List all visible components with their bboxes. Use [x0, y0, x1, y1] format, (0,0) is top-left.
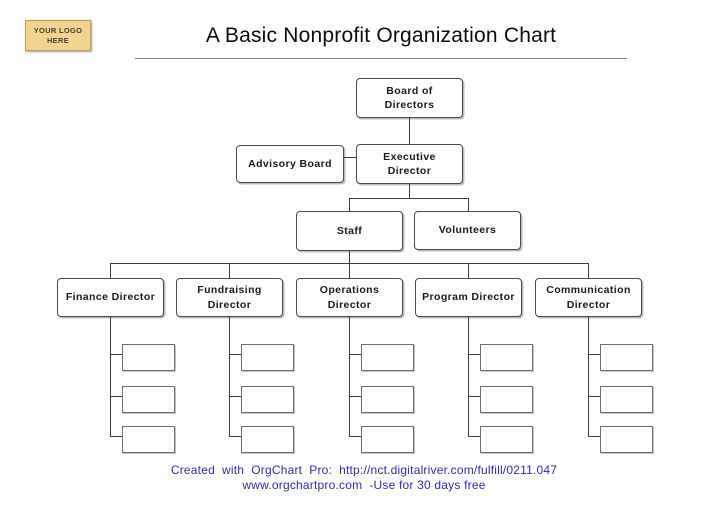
subordinate-column-finance [110, 317, 176, 457]
connector-spine [468, 317, 469, 436]
connector-spine [229, 317, 230, 436]
connector-stub [229, 354, 241, 355]
org-node-executive-director: Executive Director [356, 144, 463, 184]
org-node-finance-director: Finance Director [57, 278, 164, 317]
org-node-empty [361, 426, 414, 453]
connector-stub [468, 396, 480, 397]
connector-stub [588, 436, 600, 437]
connector-stub [229, 396, 241, 397]
org-node-empty [241, 344, 294, 371]
org-node-operations-director: Operations Director [296, 278, 403, 317]
subordinate-column-communication [588, 317, 654, 457]
org-node-empty [480, 344, 533, 371]
connector-stub [588, 354, 600, 355]
connector-stub [110, 396, 122, 397]
connector-drop-finance [110, 263, 111, 278]
org-node-board-of-directors: Board of Directors [356, 78, 463, 118]
connector-stub [468, 354, 480, 355]
title-divider [135, 58, 627, 59]
org-node-fundraising-director: Fundraising Director [176, 278, 283, 317]
connector-stub [349, 396, 361, 397]
org-node-communication-director: Communication Director [535, 278, 642, 317]
connector-staff-down [349, 251, 350, 263]
connector-drop-communication [588, 263, 589, 278]
page-title: A Basic Nonprofit Organization Chart [205, 24, 557, 47]
org-node-volunteers: Volunteers [414, 211, 521, 250]
subordinate-column-operations [349, 317, 415, 457]
connector-drop-program [468, 263, 469, 278]
org-node-empty [600, 386, 653, 413]
org-node-empty [361, 344, 414, 371]
org-node-empty [480, 386, 533, 413]
logo-placeholder: YOUR LOGO HERE [25, 20, 91, 51]
connector-stub [110, 436, 122, 437]
connector-stub [588, 396, 600, 397]
org-node-empty [600, 344, 653, 371]
connector-advisory-executive [344, 157, 356, 158]
logo-text-line1: YOUR LOGO [33, 25, 83, 35]
connector-spine [110, 317, 111, 436]
connector-stub [110, 354, 122, 355]
org-node-empty [122, 386, 175, 413]
org-node-empty [241, 426, 294, 453]
connector-stub [229, 436, 241, 437]
connector-split-bar [349, 198, 469, 199]
logo-text-line2: HERE [46, 35, 70, 45]
footer-created-with-link[interactable]: Created with OrgChart Pro: http://nct.di… [170, 463, 558, 477]
connector-executive-down [409, 184, 410, 198]
connector-drop-volunteers [468, 198, 469, 211]
connector-drop-fundraising [229, 263, 230, 278]
org-node-empty [122, 344, 175, 371]
footer-orgchartpro-link[interactable]: www.orgchartpro.com -Use for 30 days fre… [242, 478, 486, 492]
connector-drop-staff [349, 198, 350, 211]
org-node-advisory-board: Advisory Board [236, 145, 344, 183]
connector-stub [349, 354, 361, 355]
org-node-empty [122, 426, 175, 453]
connector-spine [349, 317, 350, 436]
org-node-empty [480, 426, 533, 453]
org-node-program-director: Program Director [415, 278, 522, 317]
connector-stub [468, 436, 480, 437]
connector-spine [588, 317, 589, 436]
org-node-staff: Staff [296, 211, 403, 251]
subordinate-column-program [468, 317, 534, 457]
connector-stub [349, 436, 361, 437]
org-node-empty [241, 386, 294, 413]
connector-drop-operations [349, 263, 350, 278]
connector-board-executive [409, 118, 410, 144]
subordinate-column-fundraising [229, 317, 295, 457]
org-node-empty [600, 426, 653, 453]
org-node-empty [361, 386, 414, 413]
trial-footer: Created with OrgChart Pro: http://nct.di… [0, 463, 728, 493]
